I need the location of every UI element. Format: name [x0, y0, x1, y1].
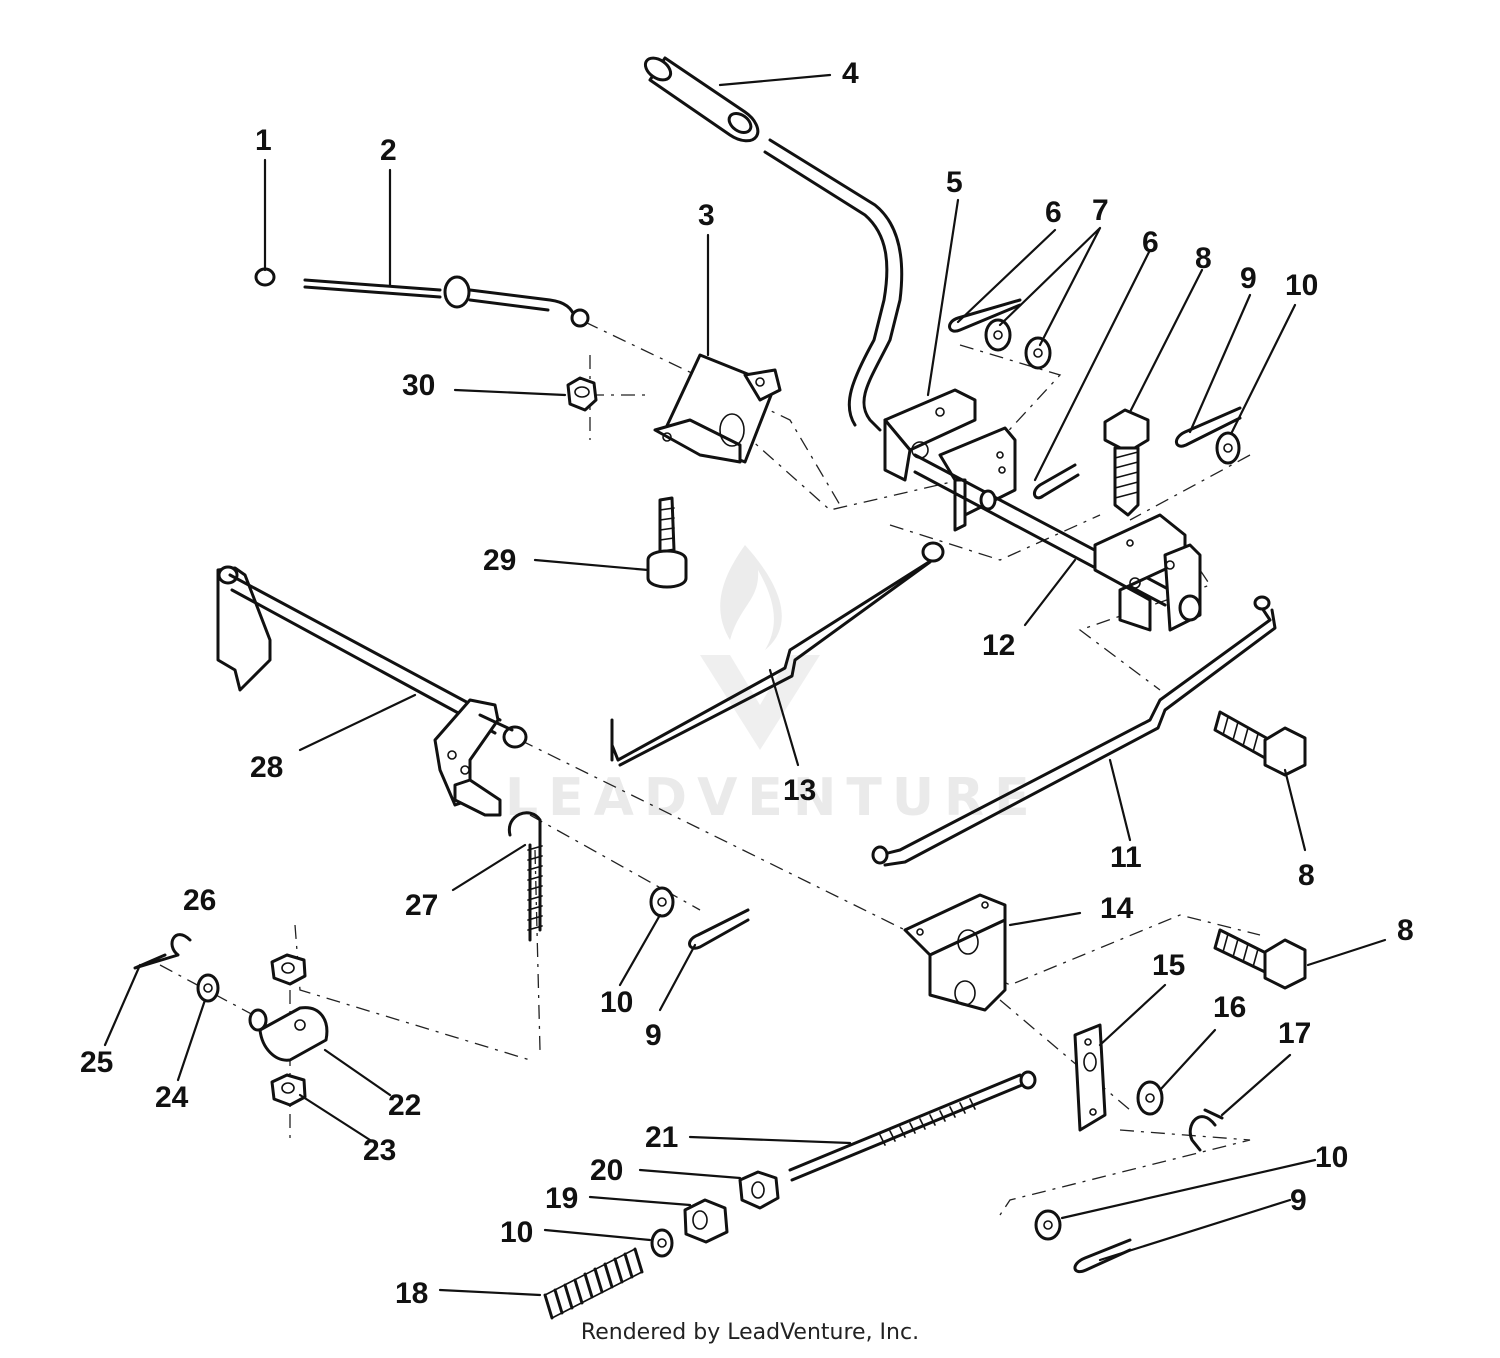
- callout-3: 3: [698, 199, 715, 232]
- mid-washer-pin: [649, 886, 750, 950]
- washer-clip: [1136, 1080, 1224, 1152]
- callout-28: 28: [250, 751, 283, 784]
- callout-6: 6: [1045, 196, 1062, 229]
- callout-labels: 1 2 3 4 5 6 7 6 8 9 10 30 29 12 13 28 11…: [80, 57, 1414, 1310]
- callout-10b: 10: [600, 986, 633, 1019]
- trunnion-parts: [133, 933, 329, 1107]
- callout-6b: 6: [1142, 226, 1159, 259]
- carriage-bolt-29: [646, 496, 688, 589]
- upper-bolt: [1103, 408, 1150, 517]
- footer-credit: Rendered by LeadVenture, Inc.: [580, 1320, 920, 1345]
- callout-22: 22: [388, 1089, 421, 1122]
- eye-bolt-27: [507, 811, 543, 942]
- link-rod-11: [871, 595, 1277, 867]
- callout-29: 29: [483, 544, 516, 577]
- adjusting-nuts: [650, 1170, 780, 1258]
- control-rod: [254, 267, 590, 328]
- callout-27: 27: [405, 889, 438, 922]
- callout-8c: 8: [1397, 914, 1414, 947]
- callout-13: 13: [783, 774, 816, 807]
- callout-8b: 8: [1298, 859, 1315, 892]
- lift-lever: [763, 138, 904, 432]
- callout-24: 24: [155, 1081, 189, 1114]
- callout-21: 21: [645, 1121, 678, 1154]
- callout-5: 5: [946, 166, 963, 199]
- callout-12: 12: [982, 629, 1015, 662]
- callout-19: 19: [545, 1182, 578, 1215]
- link-plate-15: [1073, 1023, 1107, 1132]
- callout-20: 20: [590, 1154, 623, 1187]
- callout-8: 8: [1195, 242, 1212, 275]
- callout-30: 30: [402, 369, 435, 402]
- callout-14: 14: [1100, 892, 1134, 925]
- lower-washer-pin: [1034, 1209, 1132, 1273]
- callout-15: 15: [1152, 949, 1185, 982]
- callout-9: 9: [1240, 262, 1257, 295]
- callout-18: 18: [395, 1277, 428, 1310]
- callout-26: 26: [183, 884, 216, 917]
- callout-17: 17: [1278, 1017, 1311, 1050]
- callout-16: 16: [1213, 991, 1246, 1024]
- upper-pins-washers: [948, 298, 1242, 500]
- handle-grip: [643, 56, 760, 143]
- leader-lines: [103, 73, 1387, 1297]
- spring-18: [543, 1247, 644, 1320]
- callout-9b: 9: [645, 1019, 662, 1052]
- front-bracket-14: [903, 893, 1007, 1012]
- callout-2: 2: [380, 134, 397, 167]
- hex-nut-30: [566, 376, 598, 412]
- callout-25: 25: [80, 1046, 113, 1079]
- callout-10d: 10: [500, 1216, 533, 1249]
- callout-9c: 9: [1290, 1184, 1307, 1217]
- callout-10c: 10: [1315, 1141, 1348, 1174]
- link-rod-13: [610, 541, 945, 767]
- callout-1: 1: [255, 124, 272, 157]
- watermark-text: LEADVENTURE: [505, 768, 1040, 828]
- callout-10: 10: [1285, 269, 1318, 302]
- cross-shaft: [913, 453, 1202, 632]
- callout-23: 23: [363, 1134, 396, 1167]
- watermark: LEADVENTURE: [505, 545, 1040, 828]
- adjusting-rod-21: [788, 1070, 1037, 1182]
- mount-bracket: [653, 353, 782, 464]
- callout-11: 11: [1110, 841, 1142, 874]
- callout-7: 7: [1092, 194, 1109, 227]
- lever-bracket: [883, 388, 1017, 532]
- lower-bolt: [1213, 928, 1307, 990]
- callout-4: 4: [842, 57, 859, 90]
- rear-lift-shaft: [216, 565, 528, 817]
- middle-bolt: [1213, 710, 1307, 777]
